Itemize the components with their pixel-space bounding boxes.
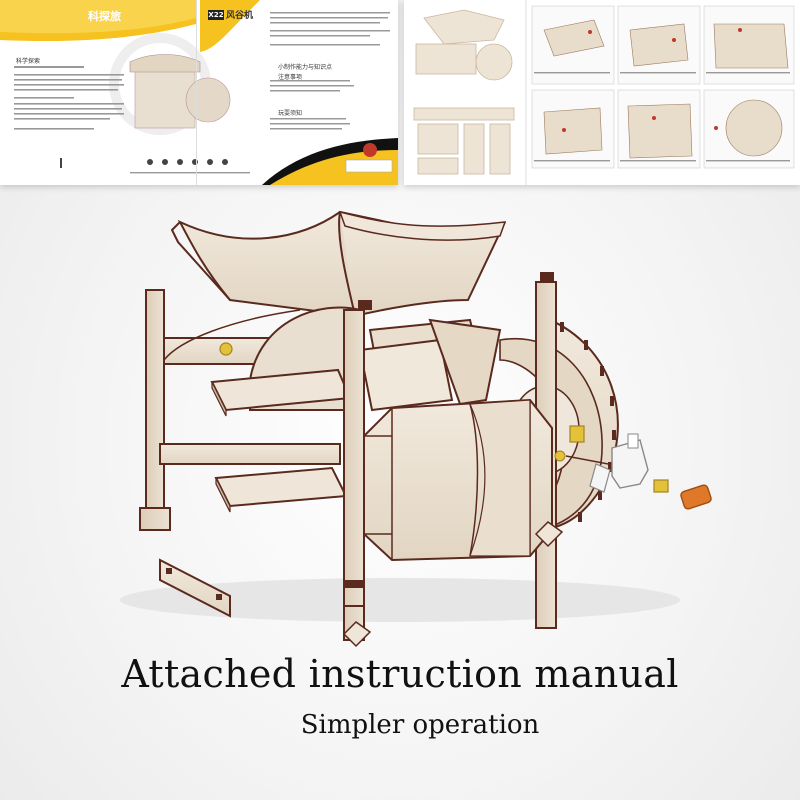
orange-gear [680, 484, 712, 510]
brand-name: 科探旅 [88, 10, 121, 23]
section-title-notes: 注意事项 [278, 74, 303, 81]
section-title-science: 科学探索 [16, 58, 41, 65]
manual-left-graphics [0, 0, 398, 185]
section-title-play: 玩耍须知 [278, 110, 303, 117]
caption-main: Attached instruction manual [121, 652, 679, 696]
front-frame [342, 272, 564, 648]
left-foot [139, 507, 171, 531]
yellow-spacer [653, 479, 669, 493]
middle-shelves [210, 368, 352, 513]
manual-right-spread [404, 0, 800, 185]
model-code: X22 [208, 10, 224, 20]
peg-left [219, 342, 233, 356]
model-name: 风谷机 [226, 11, 254, 21]
manual-left-spread: 科探旅 X22 风谷机 科学探索 小制作能力与知识点 注意事项 玩耍须知 [0, 0, 398, 185]
inner-chute [358, 318, 502, 412]
hopper-top [170, 210, 507, 318]
section-title-skills: 小制作能力与知识点 [278, 64, 333, 71]
page-divider [196, 0, 197, 185]
crank-assembly [554, 425, 712, 510]
manual-steps-graphics [413, 0, 795, 185]
caption-sub: Simpler operation [300, 710, 540, 740]
loose-base-plank [159, 558, 231, 618]
